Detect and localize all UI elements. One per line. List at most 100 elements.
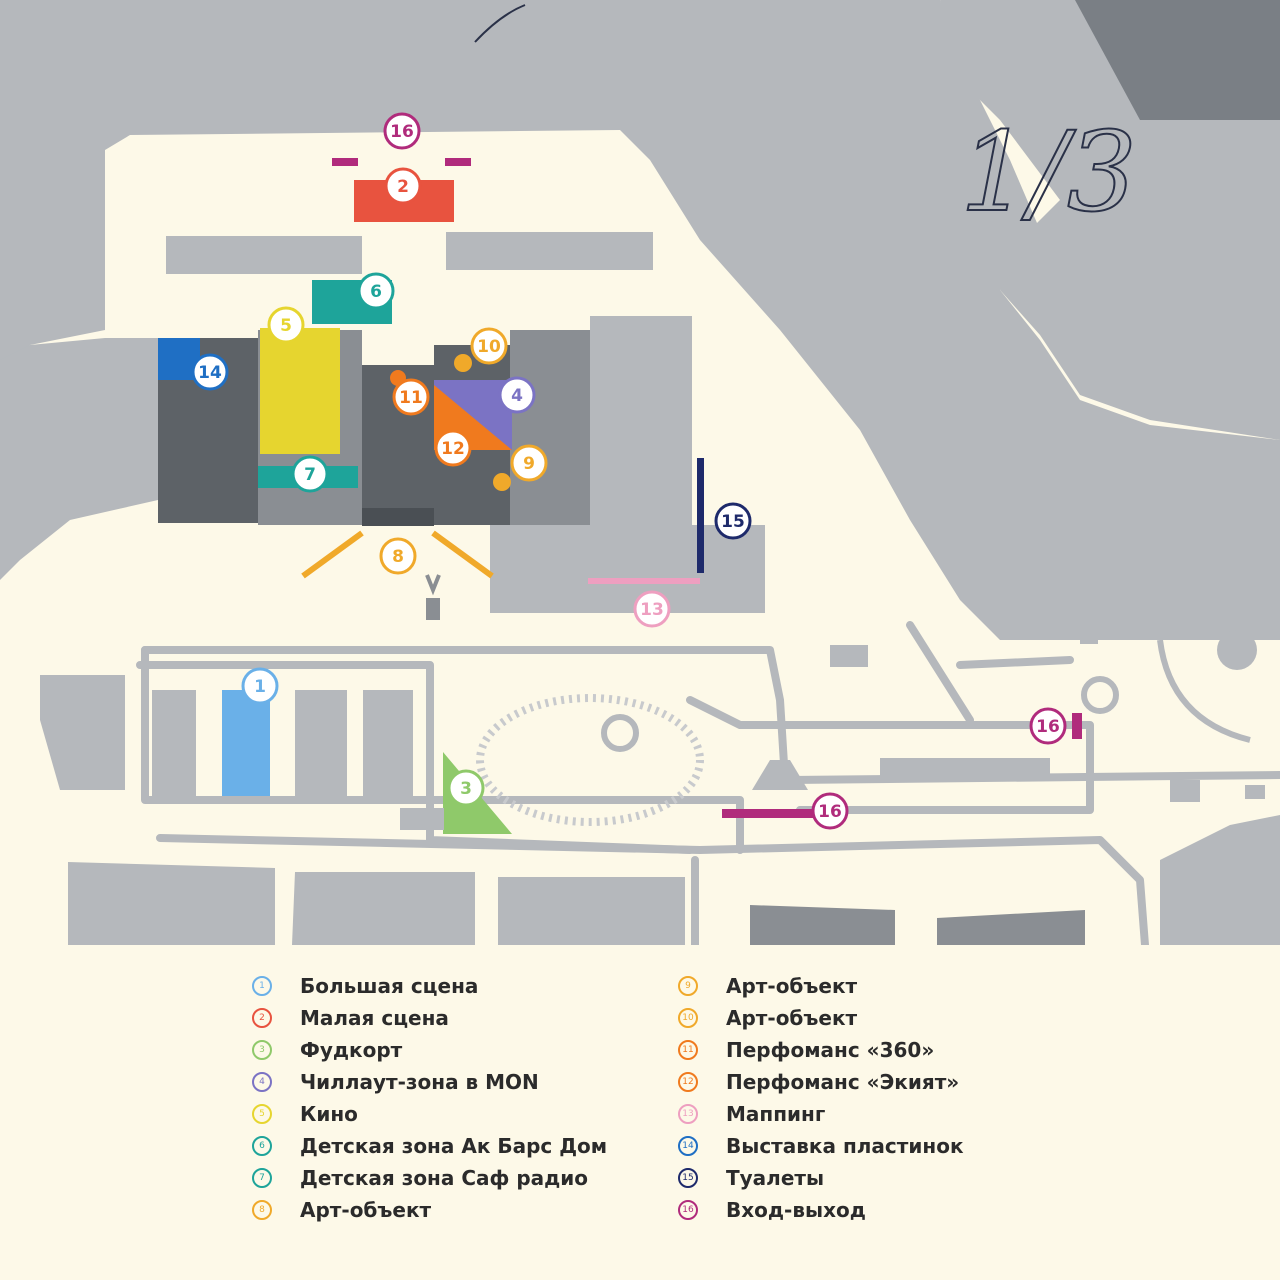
marker-10[interactable]: 10 (470, 327, 508, 365)
art-dot (493, 473, 511, 491)
entrance-bar (445, 158, 471, 166)
road (956, 656, 1074, 669)
marker-3[interactable]: 3 (447, 769, 485, 807)
road (156, 834, 1149, 945)
marker-number: 7 (304, 465, 316, 485)
legend-number-badge: 16 (678, 1200, 698, 1220)
marker-number: 10 (477, 337, 501, 357)
parking-block (363, 690, 413, 796)
marker-12[interactable]: 12 (434, 429, 472, 467)
marker-6[interactable]: 6 (357, 272, 395, 310)
legend-item: 16 Вход-выход (678, 1194, 964, 1226)
marker-16[interactable]: 16 (811, 792, 849, 830)
toilets-bar (697, 458, 704, 573)
marker-circle (633, 590, 671, 628)
legend-label: Перфоманс «360» (726, 1038, 935, 1062)
marker-number: 16 (818, 802, 842, 822)
marker-16[interactable]: 16 (1029, 707, 1067, 745)
legend-number-badge: 12 (678, 1072, 698, 1092)
marker-number: 11 (399, 388, 423, 408)
marker-number: 16 (390, 122, 414, 142)
marker-11[interactable]: 11 (392, 378, 430, 416)
legend-number-badge: 5 (252, 1104, 272, 1124)
marker-circle (447, 769, 485, 807)
marker-number: 3 (460, 779, 472, 799)
marker-1[interactable]: 1 (241, 667, 279, 705)
legend-label: Арт-объект (300, 1198, 432, 1222)
marker-4[interactable]: 4 (498, 376, 536, 414)
marker-7[interactable]: 7 (291, 455, 329, 493)
marker-number: 9 (523, 454, 535, 474)
marker-circle (811, 792, 849, 830)
legend-number-badge: 2 (252, 1008, 272, 1028)
legend-number-badge: 4 (252, 1072, 272, 1092)
garden-oval (476, 694, 704, 826)
building (830, 645, 868, 667)
marker-circle (470, 327, 508, 365)
west-building (40, 675, 125, 790)
monument-top (425, 574, 441, 596)
marker-16[interactable]: 16 (383, 112, 421, 150)
surrounding-areas (0, 0, 1280, 640)
marker-number: 8 (392, 547, 404, 567)
pen-stroke (474, 4, 526, 43)
legend-label: Арт-объект (726, 974, 858, 998)
parking-block (152, 690, 196, 796)
legend-label: Малая сцена (300, 1006, 449, 1030)
marker-number: 12 (441, 439, 465, 459)
building (1170, 780, 1200, 802)
legend-number-badge: 11 (678, 1040, 698, 1060)
legend-number-badge: 9 (678, 976, 698, 996)
road (141, 646, 789, 784)
legend-label: Туалеты (726, 1166, 825, 1190)
south-east-building (1160, 815, 1280, 945)
building (400, 808, 444, 830)
marker-9[interactable]: 9 (510, 444, 548, 482)
marker-number: 2 (397, 177, 409, 197)
marker-15[interactable]: 15 (714, 502, 752, 540)
legend-number-badge: 15 (678, 1168, 698, 1188)
legend-number-badge: 6 (252, 1136, 272, 1156)
marker-2[interactable]: 2 (384, 167, 422, 205)
entrance-bar (1072, 713, 1082, 739)
marker-circle (1029, 707, 1067, 745)
legend-number-badge: 1 (252, 976, 272, 996)
marker-number: 4 (511, 386, 523, 406)
marker-number: 5 (280, 316, 292, 336)
building (1245, 785, 1265, 799)
marker-circle (383, 112, 421, 150)
building (490, 525, 765, 613)
south-building (292, 872, 475, 945)
entrance-markers (722, 713, 1082, 818)
marker-number: 1 (254, 677, 266, 697)
legend-number-badge: 13 (678, 1104, 698, 1124)
top-buildings (166, 158, 653, 274)
marker-5[interactable]: 5 (267, 306, 305, 344)
marker-circle (291, 455, 329, 493)
marker-number: 13 (640, 600, 664, 620)
round-pavilion (1217, 630, 1257, 670)
marker-8[interactable]: 8 (379, 537, 417, 575)
marker-13[interactable]: 13 (633, 590, 671, 628)
entrance-bar (722, 809, 818, 818)
marker-circle (191, 353, 229, 391)
marker-number: 14 (198, 363, 222, 383)
south-building (937, 910, 1085, 945)
legend-label: Вход-выход (726, 1198, 866, 1222)
arcade-strip (362, 508, 434, 526)
stage-main-block (222, 690, 270, 796)
marker-14[interactable]: 14 (191, 353, 229, 391)
handwritten-annotation: 1/3 (960, 108, 1137, 236)
marker-circle (714, 502, 752, 540)
marker-circle (392, 378, 430, 416)
